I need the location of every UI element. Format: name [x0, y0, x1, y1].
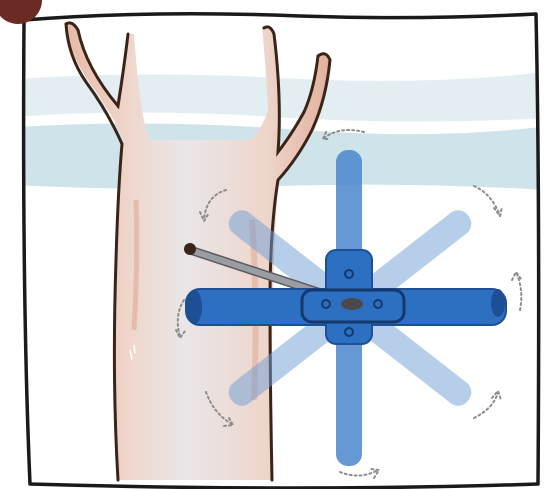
frame-border	[21, 12, 541, 489]
curved-arrow-icon	[175, 129, 523, 479]
badge-marker-icon	[0, 0, 42, 24]
hand-drill-icon	[185, 249, 507, 345]
